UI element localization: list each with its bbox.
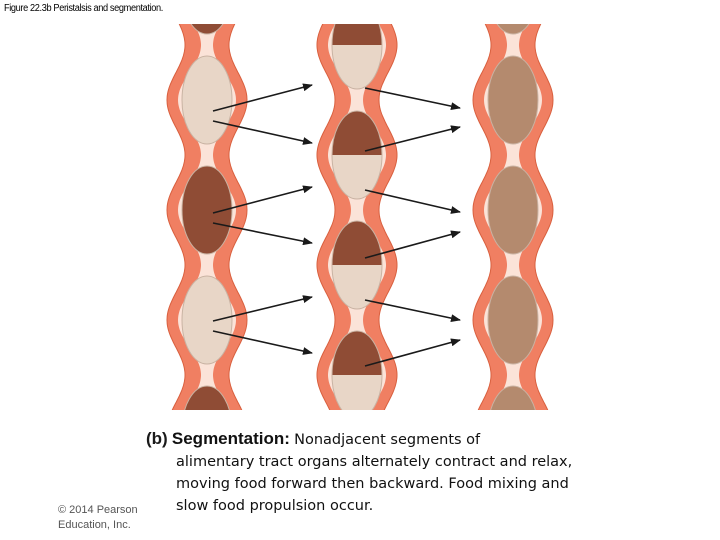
movement-arrow — [364, 338, 461, 367]
food-bolus — [331, 220, 383, 310]
tube-right — [472, 24, 554, 410]
caption-body-first: Nonadjacent segments of — [294, 432, 481, 448]
movement-arrow — [364, 230, 461, 259]
food-bolus — [190, 24, 224, 35]
figure-caption: (b) Segmentation: Nonadjacent segments o… — [146, 428, 586, 517]
figure-title: Figure 22.3b Peristalsis and segmentatio… — [4, 3, 163, 14]
movement-arrow — [212, 295, 313, 322]
caption-body: alimentary tract organs alternately cont… — [176, 454, 573, 514]
food-bolus — [331, 24, 383, 90]
copyright-notice: © 2014 Pearson Education, Inc. — [58, 504, 138, 531]
food-bolus — [487, 55, 539, 145]
food-bolus — [487, 165, 539, 255]
movement-arrow — [364, 189, 461, 214]
food-bolus — [181, 55, 233, 145]
tube-middle — [316, 24, 398, 410]
movement-arrow — [364, 87, 461, 111]
movement-arrow — [212, 222, 313, 246]
part-label: (b) — [146, 429, 168, 448]
food-bolus — [184, 385, 230, 410]
tube-left — [166, 24, 248, 410]
food-bolus — [490, 385, 536, 410]
movement-arrow — [364, 125, 461, 152]
movement-arrow — [212, 185, 313, 214]
food-bolus — [487, 275, 539, 365]
food-bolus — [331, 110, 383, 200]
movement-arrow — [212, 83, 313, 112]
movement-arrow — [212, 330, 313, 355]
movement-arrow — [212, 120, 313, 145]
movement-arrow — [364, 299, 461, 323]
food-bolus — [181, 275, 233, 365]
food-bolus — [496, 24, 530, 35]
lumen — [328, 24, 386, 410]
caption-heading: Segmentation: — [171, 429, 290, 448]
food-bolus — [331, 330, 383, 410]
food-bolus — [181, 165, 233, 255]
